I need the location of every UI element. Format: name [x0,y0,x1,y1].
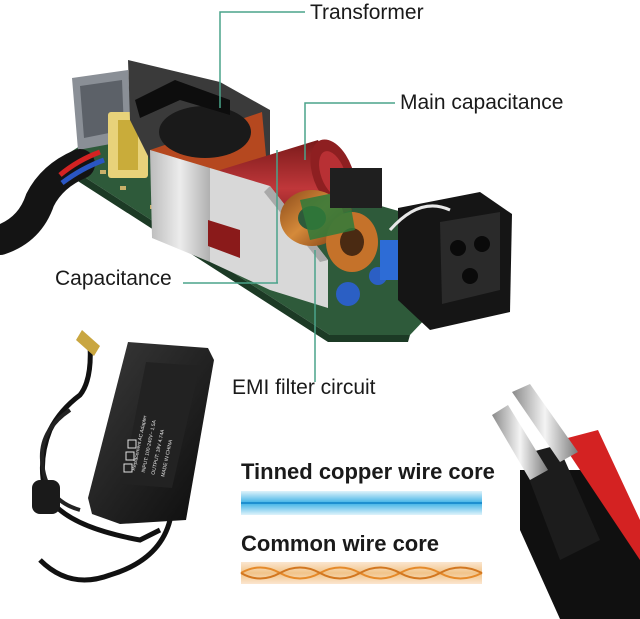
y-capacitor [336,282,360,306]
cable-cross-section [492,384,640,619]
pcb-assembly [0,60,512,342]
dc-cable [0,149,95,255]
output-inductor-core [118,120,138,170]
transformer-coil [159,106,251,158]
ferrite-bead [32,480,60,514]
ac-adapter: Replacement AC Adapter INPUT: 100-240V~ … [32,330,214,583]
transformer-tape [135,80,230,118]
leader-lines [183,11,395,382]
common-wire-strands-2 [240,566,483,580]
cable-red-insulation [560,430,640,560]
leader-transformer [219,11,305,108]
adapter-label-area [122,362,200,488]
label-capacitance: Capacitance [55,267,172,290]
tinned-wire-sample [241,491,482,515]
leader-main-capacitance [304,102,395,160]
adapter-cable-out [38,519,173,583]
cable-strands-right [512,384,578,462]
adapter-cert-icons [123,439,137,473]
dc-cable-red [58,149,101,177]
label-common-wire-core: Common wire core [241,531,440,556]
cable-strands-left [492,405,548,480]
emi-choke [280,190,378,272]
dc-plug-tip [76,330,100,356]
label-tinned-wire-core: Tinned copper wire core [241,459,495,484]
label-emi-filter: EMI filter circuit [232,376,376,399]
label-main-capacitance: Main capacitance [400,91,564,114]
label-transformer: Transformer [310,1,424,24]
common-wire-sample [240,562,483,584]
emi-relay [330,168,382,208]
adapter-cable-loop [39,408,81,512]
dc-cable-blue [60,157,105,186]
ac-inlet [388,192,512,330]
